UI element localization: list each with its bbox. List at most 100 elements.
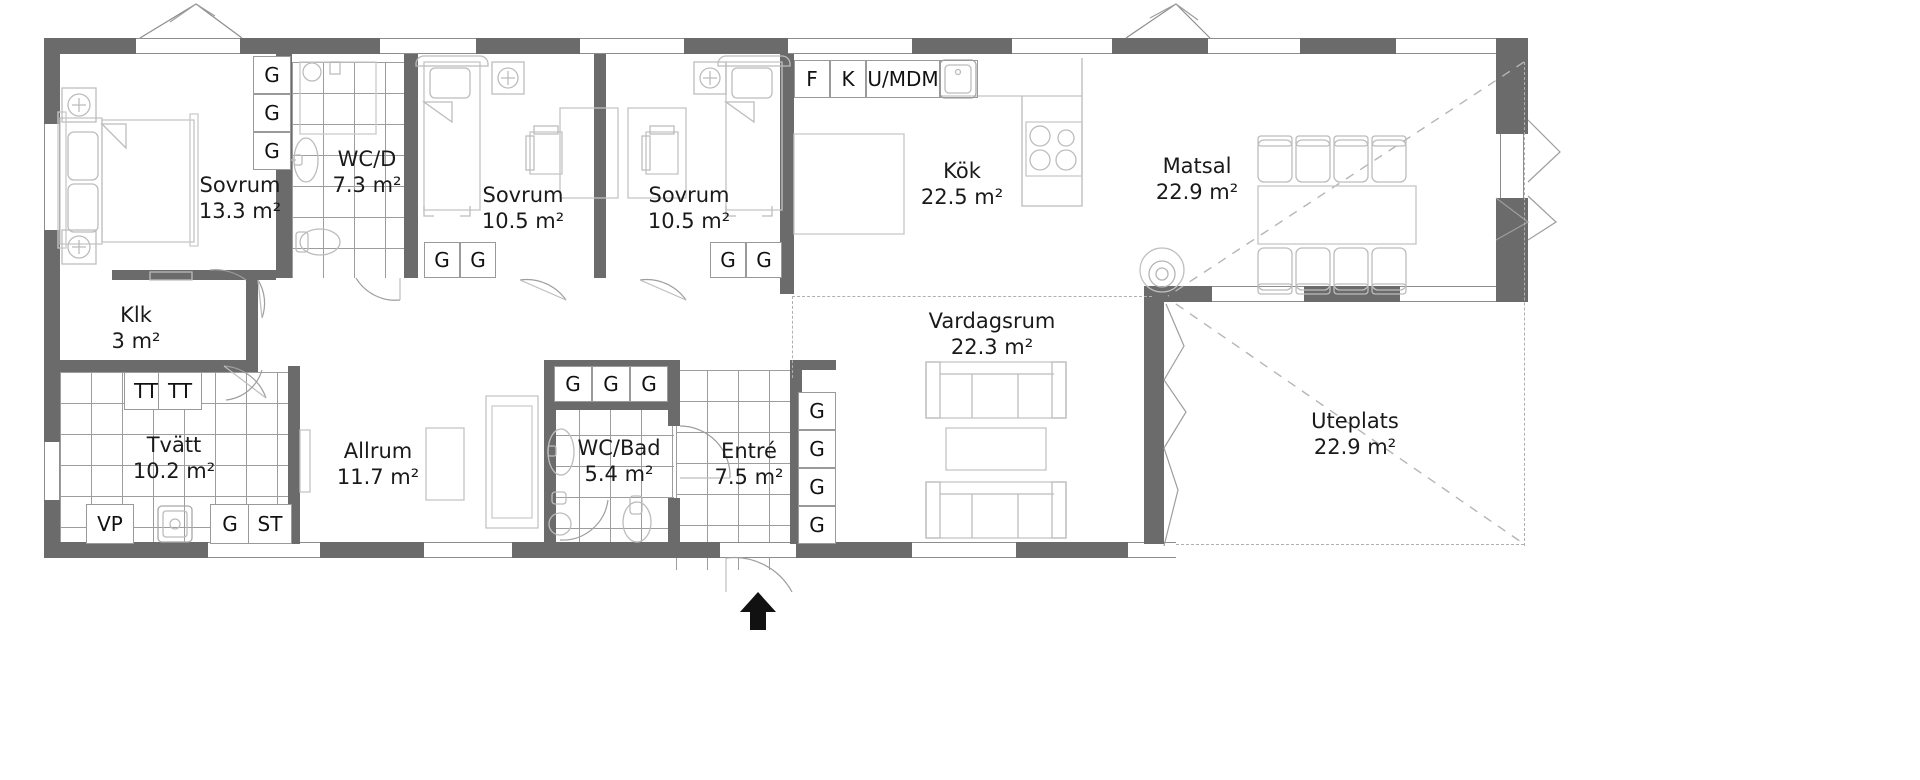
room-name: Kök [943,159,981,183]
open-plan-dashed-horizontal [792,296,1152,297]
appliance-f[interactable]: F [794,60,830,98]
closet-g-1[interactable]: G [253,56,291,94]
room-name: Tvätt [146,433,202,457]
sink-cabinet-slot [940,60,978,98]
room-name: Vardagsrum [928,309,1056,333]
closet-g-2[interactable]: G [253,94,291,132]
room-name: Entré [721,439,777,463]
uteplats-dashed-bottom [1176,544,1524,545]
closet-g-3[interactable]: G [253,132,291,170]
closet-g-12[interactable]: G [798,430,836,468]
window-right-lower-2 [1400,286,1500,302]
interior-wall-vardagsrum-right [1144,286,1164,544]
appliance-k[interactable]: K [830,60,866,98]
wc-d-tile-floor [292,62,416,278]
room-label-sovrum-1: Sovrum 13.3 m² [160,172,320,224]
room-name: Matsal [1162,154,1232,178]
closet-g-15[interactable]: G [210,504,250,544]
uteplats-dashed-right [1524,62,1525,546]
closet-label: G [222,512,238,536]
closet-label: G [809,513,825,537]
window-left-2 [44,442,60,500]
exterior-wall-top-4 [684,38,788,54]
window-bottom-3 [912,542,1016,558]
room-label-wc-bad: WC/Bad 5.4 m² [544,435,694,487]
interior-wall-sovrum2-sovrum3 [594,54,606,278]
interior-wall-wcd-sovrum2 [404,54,418,278]
storage-st[interactable]: ST [248,504,292,544]
window-top-6 [1208,38,1300,54]
window-top-2 [380,38,476,54]
interior-wall-klk-bottom [60,360,258,372]
room-area: 22.5 m² [920,185,1004,209]
exterior-wall-bottom-2 [320,542,424,558]
room-area: 5.4 m² [584,462,654,486]
closet-label: G [809,475,825,499]
room-label-wc-d: WC/D 7.3 m² [292,146,442,198]
exterior-wall-top-3 [476,38,580,54]
closet-label: G [756,248,772,272]
exterior-wall-bottom-3 [512,542,720,558]
closet-g-11[interactable]: G [798,392,836,430]
room-area: 10.5 m² [481,209,565,233]
open-plan-dashed-vertical [792,296,793,378]
room-name: Sovrum [648,183,730,207]
room-name: WC/D [337,147,397,171]
window-right-1 [1500,134,1524,198]
exterior-wall-left-2 [44,230,60,442]
room-label-vardagsrum: Vardagsrum 22.3 m² [902,308,1082,360]
appliance-label: F [806,67,818,91]
closet-g-10[interactable]: G [630,366,668,402]
closet-g-8[interactable]: G [554,366,592,402]
exterior-wall-top-2 [240,38,380,54]
closet-g-9[interactable]: G [592,366,630,402]
exterior-wall-left-1 [44,38,60,124]
closet-g-4[interactable]: G [424,242,460,278]
exterior-wall-bottom-1 [44,542,208,558]
appliance-label: TT [167,379,193,403]
exterior-wall-right-lower-1 [1160,286,1212,302]
interior-wall-wcbad-entre [668,360,680,426]
entrance-arrow-icon [740,592,776,630]
room-label-sovrum-3: Sovrum 10.5 m² [609,182,769,234]
closet-g-5[interactable]: G [460,242,496,278]
room-area: 13.3 m² [198,199,282,223]
room-area: 22.9 m² [1155,180,1239,204]
room-area: 22.3 m² [950,335,1034,359]
room-label-sovrum-2: Sovrum 10.5 m² [443,182,603,234]
interior-wall-entre-right-cap [790,360,836,370]
closet-label: G [720,248,736,272]
closet-g-7[interactable]: G [746,242,782,278]
interior-wall-closet-row-bottom [548,400,678,410]
interior-wall-sovrum3-kok [780,54,794,294]
closet-g-13[interactable]: G [798,468,836,506]
interior-wall-corridor-top [112,270,276,280]
appliance-label: VP [97,512,123,536]
closet-label: G [603,372,619,396]
exterior-wall-bottom-4 [796,542,912,558]
closet-g-14[interactable]: G [798,506,836,544]
room-name: Sovrum [199,173,281,197]
appliance-tt-2[interactable]: TT [158,372,202,410]
closet-label: G [809,437,825,461]
window-bottom-2 [424,542,512,558]
appliance-vp[interactable]: VP [86,504,134,544]
room-area: 22.9 m² [1313,435,1397,459]
closet-label: G [264,63,280,87]
room-name: Uteplats [1311,409,1399,433]
window-top-4 [788,38,912,54]
interior-wall-tvatt-allrum [288,366,300,544]
storage-label: ST [257,512,283,536]
room-area: 11.7 m² [336,465,420,489]
wc-bad-tile-floor [548,404,674,544]
appliance-u-mdm[interactable]: U/MDM [866,60,940,98]
closet-g-6[interactable]: G [710,242,746,278]
interior-wall-klk-right [246,270,258,366]
room-label-uteplats: Uteplats 22.9 m² [1275,408,1435,460]
exterior-wall-left-3 [44,500,60,558]
entre-tile-floor [676,370,800,570]
